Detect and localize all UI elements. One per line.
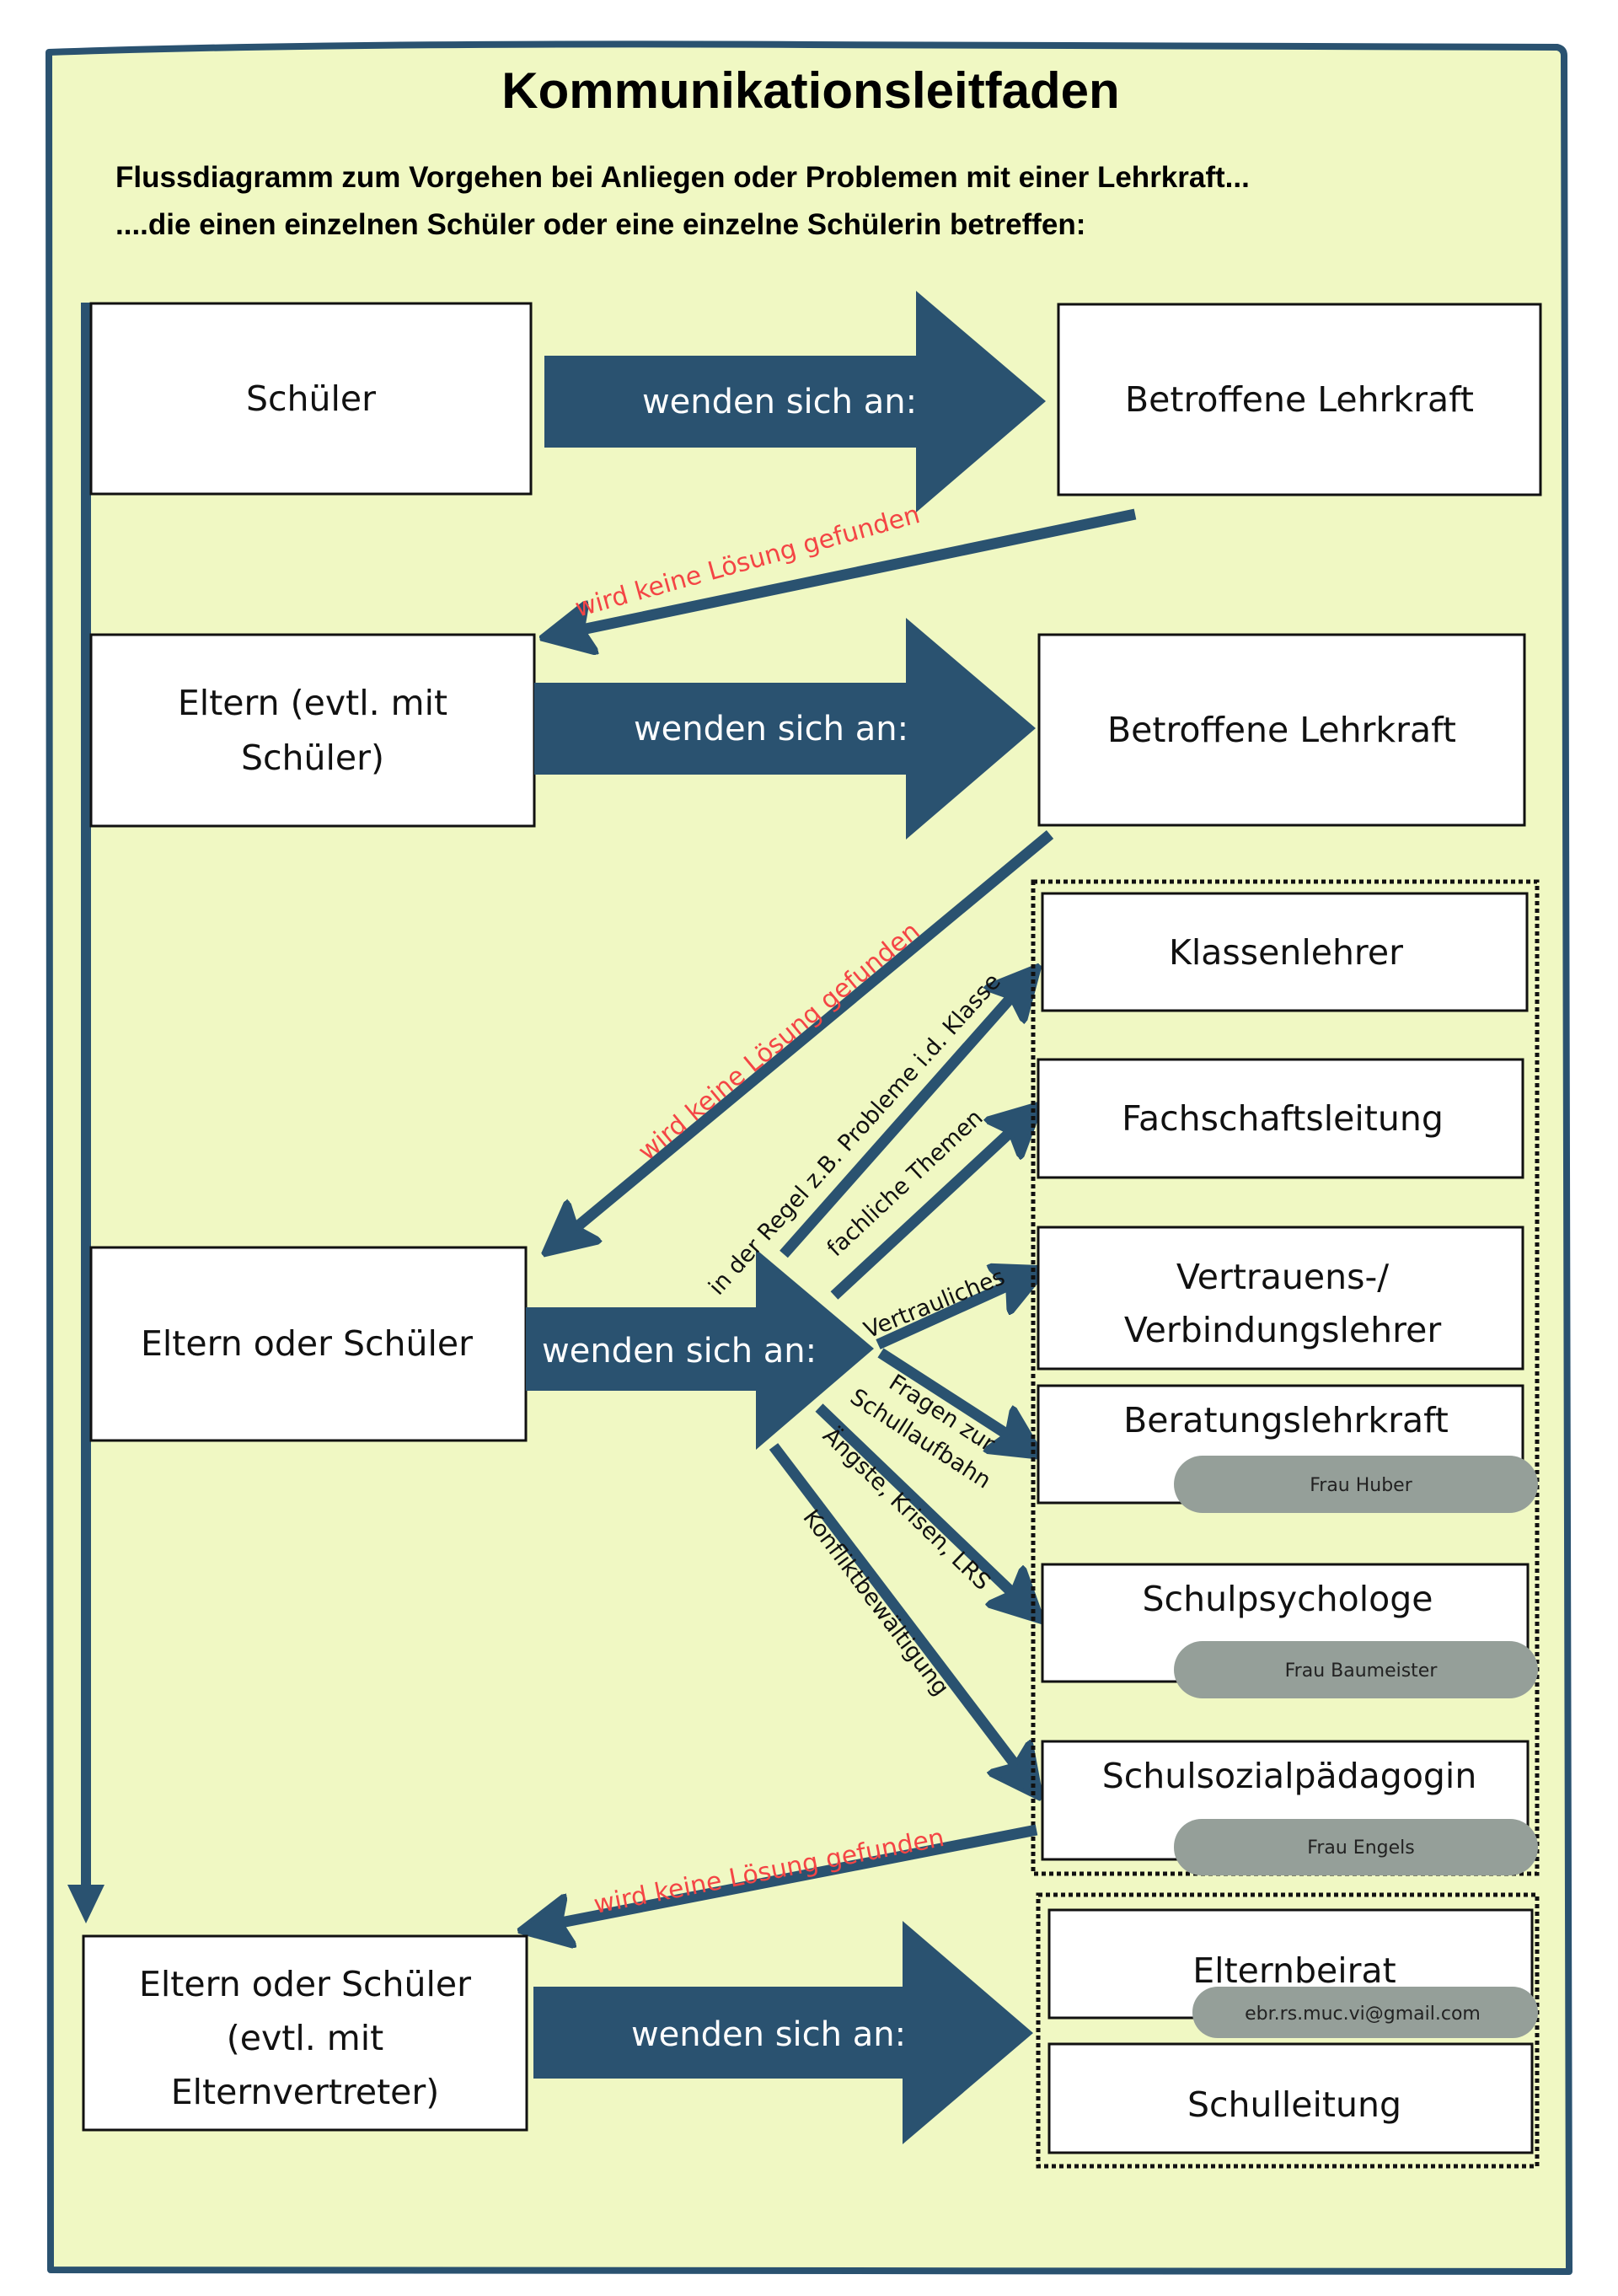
target-box-fachschaftsleitung[interactable] (1037, 1058, 1524, 1179)
source-box-eltern[interactable] (89, 633, 536, 828)
step-2: Eltern (evtl. mit Schüler) wenden sich a… (89, 618, 1526, 840)
targets-group-2 (1036, 1892, 1540, 2169)
step-4: Eltern oder Schüler (evtl. mit Elternver… (82, 1892, 1540, 2169)
contact-name: Frau Huber (1310, 1475, 1413, 1496)
contact-name: Frau Baumeister (1285, 1660, 1439, 1682)
source-label-line-2: Schüler) (241, 738, 384, 778)
arrow-label: wenden sich an: (642, 383, 917, 421)
source-label: Eltern oder Schüler (141, 1323, 473, 1364)
contact-email[interactable]: ebr.rs.muc.vi@gmail.com (1245, 2004, 1481, 2025)
step-3: Eltern oder Schüler wenden sich an: in d… (89, 879, 1540, 1876)
source-box-schueler[interactable] (89, 302, 533, 496)
target-label: Betroffene Lehrkraft (1107, 710, 1456, 750)
down-arrowhead-icon (67, 1885, 104, 1923)
page-title: Kommunikationsleitfaden (501, 62, 1119, 119)
source-label-line-3: Elternvertreter) (171, 2072, 439, 2112)
contact-pill-email[interactable] (1192, 1987, 1538, 2038)
contact-pill-engels (1174, 1819, 1538, 1875)
source-box-eltern-oder-schueler[interactable] (89, 1246, 528, 1442)
target-label: Beratungslehrkraft (1123, 1400, 1449, 1440)
arrow-label: wenden sich an: (542, 1332, 817, 1371)
source-label-line-1: Eltern oder Schüler (139, 1964, 471, 2004)
big-arrow-step-3 (526, 1249, 874, 1450)
target-label: Schulsozialpädagogin (1102, 1756, 1477, 1796)
subtitle-line-1: Flussdiagramm zum Vorgehen bei Anliegen … (115, 161, 1250, 194)
contact-pill-huber (1174, 1456, 1538, 1513)
target-label-line-2: Verbindungslehrer (1124, 1310, 1442, 1350)
big-arrow-step-2 (534, 618, 1036, 840)
target-box-betroffene-lehrkraft-1[interactable] (1057, 303, 1542, 496)
contact-name: Frau Engels (1307, 1837, 1414, 1859)
target-label: Schulleitung (1187, 2084, 1401, 2125)
step-1: Schüler wenden sich an: Betroffene Lehrk… (89, 291, 1542, 512)
target-box-betroffene-lehrkraft-2[interactable] (1037, 633, 1526, 827)
target-label: Schulpsychologe (1143, 1579, 1433, 1619)
target-label: Klassenlehrer (1169, 932, 1403, 973)
source-label: Schüler (246, 378, 376, 419)
source-label-line-1: Eltern (evtl. mit (178, 683, 447, 723)
subtitle-line-2: ....die einen einzelnen Schüler oder ein… (115, 208, 1085, 241)
target-box-klassenlehrer[interactable] (1041, 892, 1529, 1012)
target-box-schulleitung[interactable] (1047, 2042, 1534, 2154)
arrow-label: wenden sich an: (631, 2015, 906, 2054)
source-box-eltern-elternvertreter[interactable] (82, 1934, 528, 2132)
big-arrow-step-4 (533, 1921, 1033, 2144)
target-box-vertrauenslehrer[interactable] (1037, 1226, 1524, 1371)
target-label: Elternbeirat (1192, 1950, 1396, 1991)
arrow-label: wenden sich an: (634, 710, 908, 748)
big-arrow-step-1 (544, 291, 1046, 512)
contact-pill-baumeister (1174, 1641, 1538, 1698)
target-label: Fachschaftsleitung (1122, 1098, 1444, 1139)
target-label-line-1: Vertrauens-/ (1176, 1257, 1389, 1297)
target-label: Betroffene Lehrkraft (1125, 379, 1474, 420)
source-label-line-2: (evtl. mit (227, 2018, 383, 2058)
overall-escalation-arrow (67, 303, 104, 1923)
page-frame (46, 40, 1572, 2275)
